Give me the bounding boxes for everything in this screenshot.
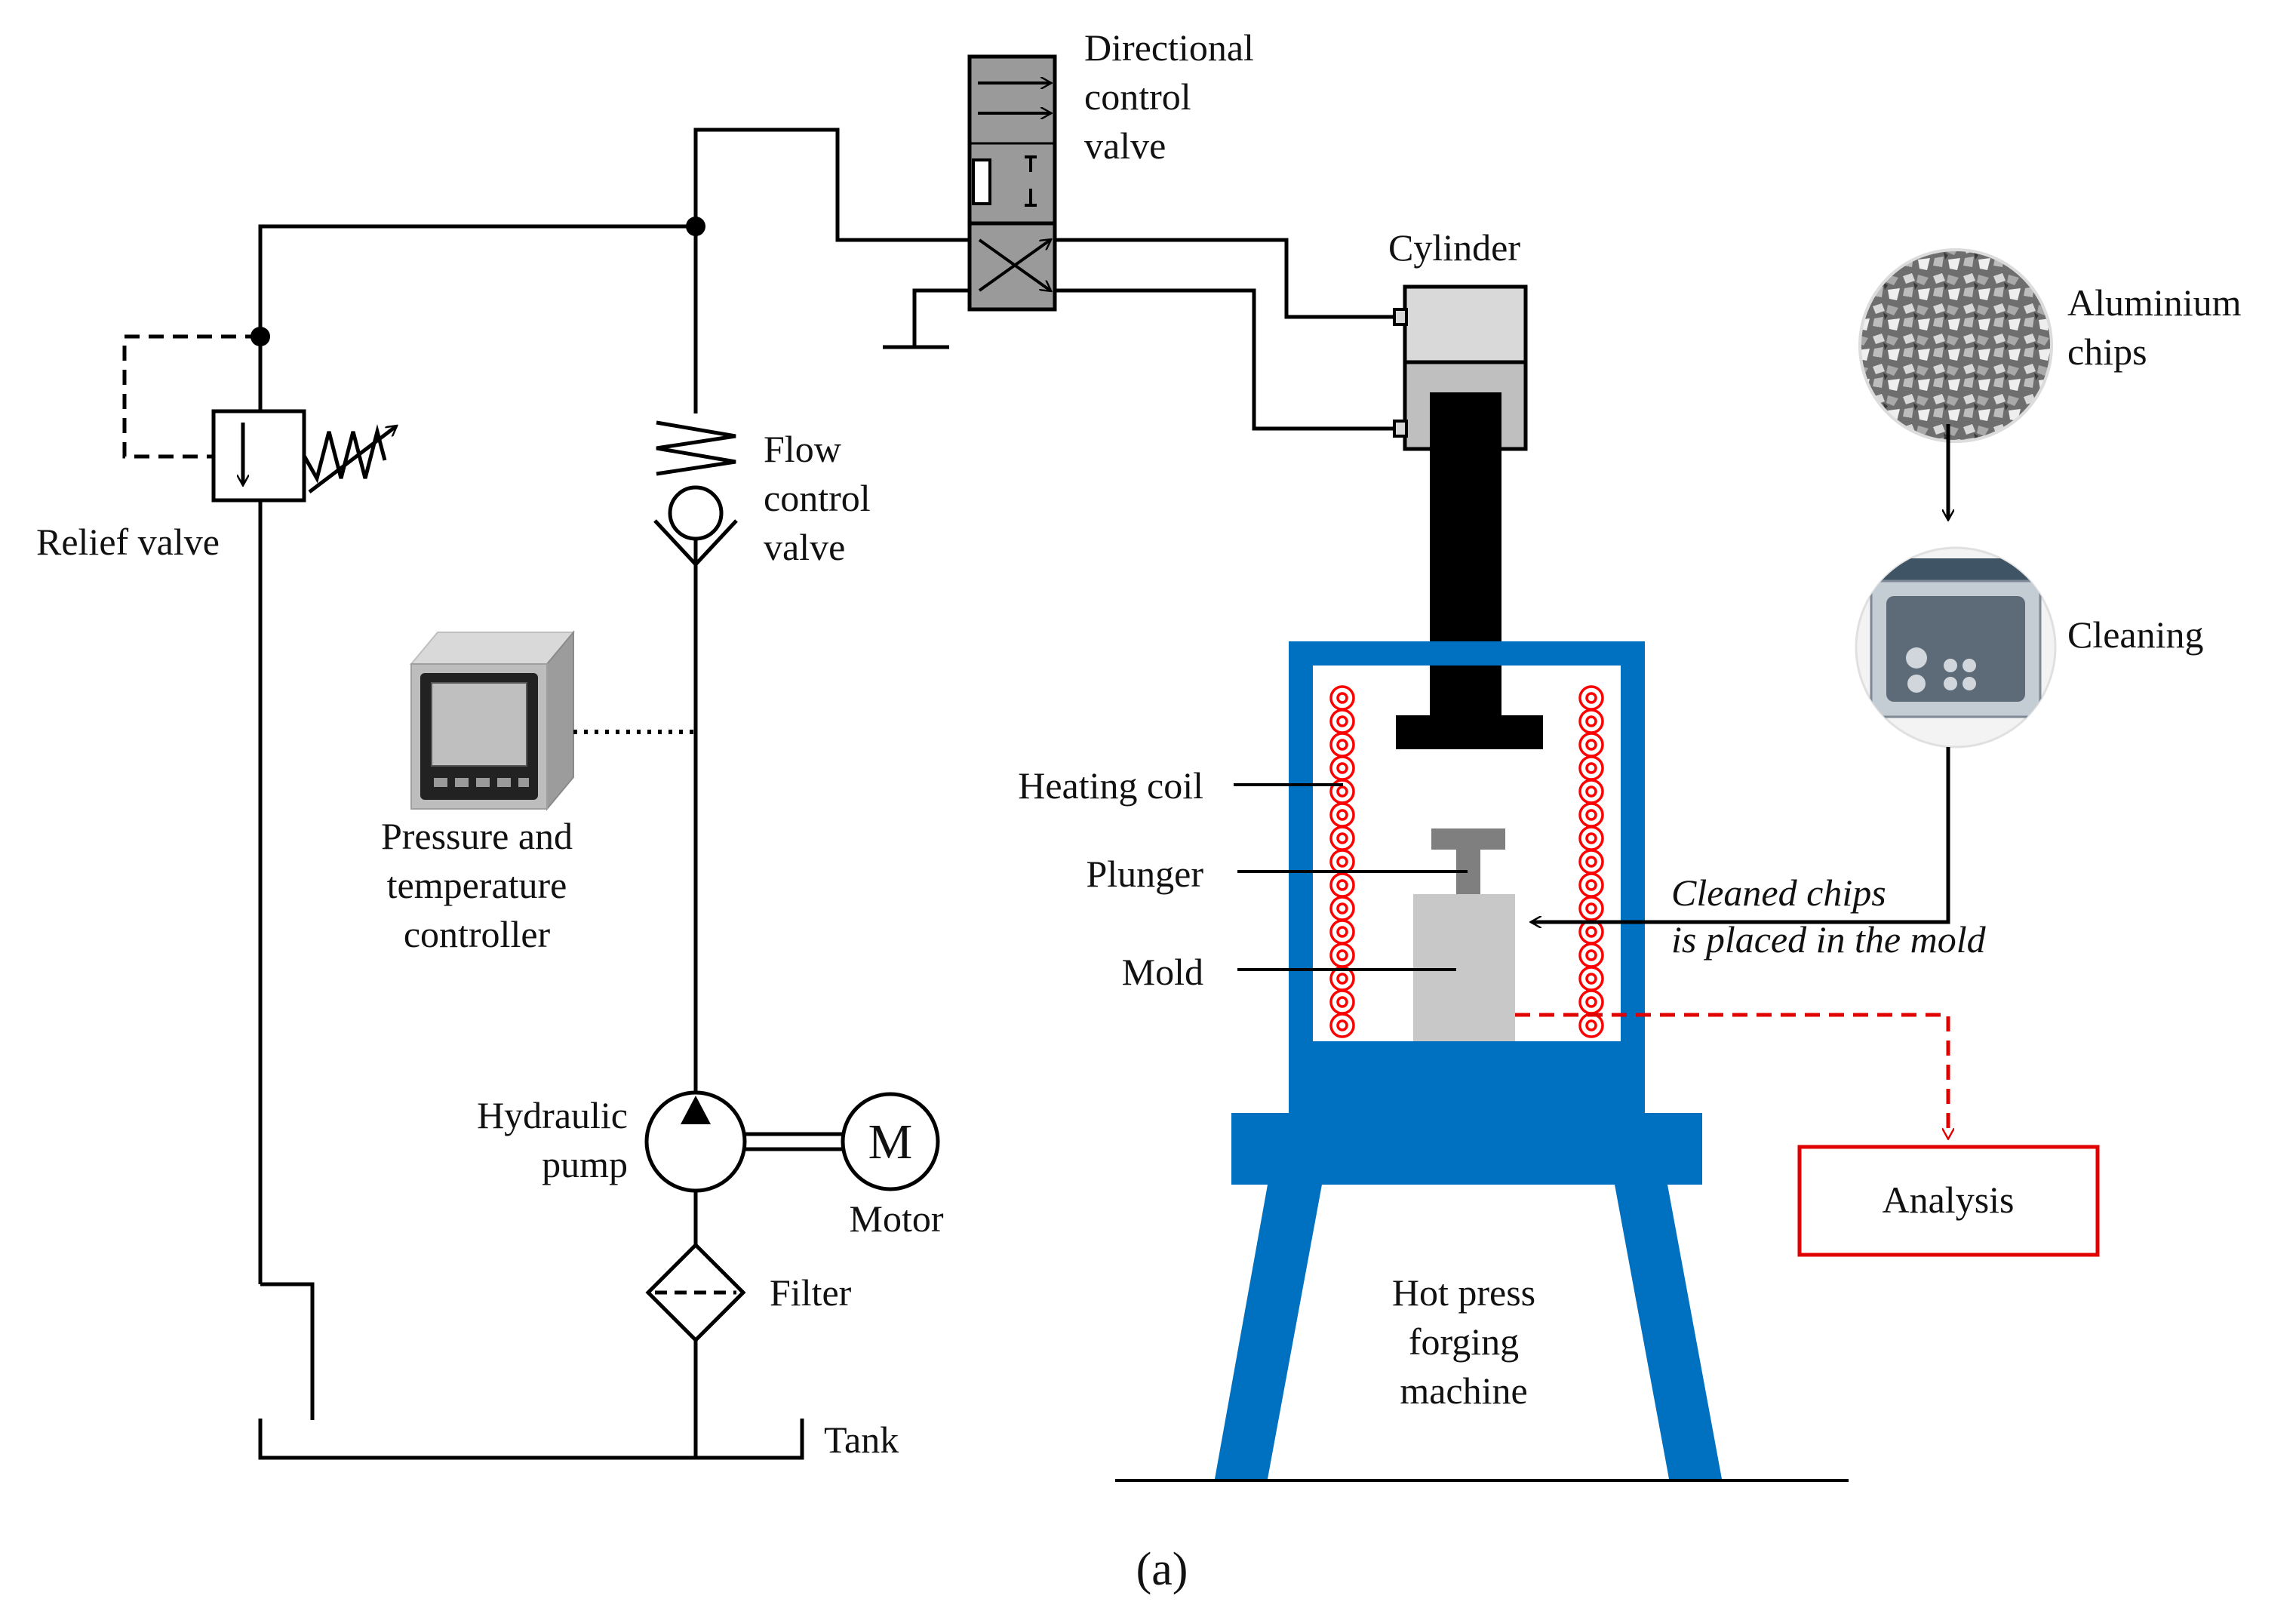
relief-valve	[122, 334, 396, 503]
label-controller-2: temperature	[387, 864, 567, 906]
analysis-box	[1797, 1145, 2100, 1257]
labels: Directional control valve Cylinder Relie…	[36, 26, 2242, 1595]
relief-return-line	[260, 1282, 315, 1420]
label-tank: Tank	[824, 1419, 899, 1461]
motor-icon: M	[841, 1092, 940, 1191]
directional-control-valve	[967, 54, 1057, 312]
hydraulic-cylinder	[1393, 284, 1543, 749]
line-to-cylinder-top	[1055, 238, 1394, 319]
label-plunger: Plunger	[1086, 853, 1203, 895]
valve-tank-return	[912, 288, 970, 347]
flow-valve-spring-icon	[656, 420, 736, 476]
label-directional-1: Directional	[1084, 26, 1254, 69]
label-chips-2: chips	[2067, 330, 2147, 373]
label-motor: Motor	[850, 1197, 944, 1240]
flow-valve-ball	[668, 485, 724, 541]
leader-lines	[1234, 783, 1468, 971]
mold	[1413, 894, 1515, 1041]
line-to-valve-p	[693, 128, 970, 242]
label-press-2: forging	[1409, 1320, 1519, 1363]
label-flow-1: Flow	[764, 428, 841, 470]
label-cleaned-1: Cleaned chips	[1671, 871, 1886, 914]
label-controller-1: Pressure and	[381, 815, 573, 857]
label-cleaned-2: is placed in the mold	[1671, 918, 1987, 961]
hydraulic-pump	[644, 1090, 843, 1193]
relief-spring-icon	[302, 424, 387, 484]
label-analysis: Analysis	[1883, 1179, 2015, 1221]
label-pump-1: Hydraulic	[477, 1094, 628, 1136]
label-cylinder: Cylinder	[1388, 226, 1520, 269]
supply-line-top	[258, 224, 696, 1284]
label-directional-2: control	[1084, 75, 1191, 118]
label-press-1: Hot press	[1392, 1271, 1535, 1314]
label-chips-1: Aluminium	[2067, 281, 2242, 324]
heating-coil-right	[1578, 685, 1604, 1038]
flow-control-valve	[653, 420, 738, 567]
line-to-cylinder-bottom	[1055, 288, 1394, 431]
press-ram	[1430, 392, 1501, 717]
ultrasonic-cleaner-icon	[1855, 546, 2057, 749]
junction-dot-main	[686, 217, 705, 236]
flow-valve-seat	[653, 519, 738, 567]
label-directional-3: valve	[1084, 124, 1166, 167]
label-heating-coil: Heating coil	[1018, 764, 1203, 807]
motor-symbol: M	[868, 1114, 913, 1170]
label-mold: Mold	[1122, 951, 1203, 993]
plunger	[1431, 828, 1505, 895]
label-flow-3: valve	[764, 526, 845, 568]
tank-outline	[258, 1419, 804, 1460]
hydraulic-circuit-lines	[258, 128, 1394, 1460]
relief-valve-body	[211, 409, 306, 503]
relief-adjust-arrow-icon	[308, 426, 396, 493]
label-press-3: machine	[1400, 1369, 1527, 1412]
cleaning-to-mold-arrow	[1532, 747, 1950, 922]
press-platen	[1396, 715, 1543, 749]
label-cleaning: Cleaning	[2067, 613, 2204, 656]
label-relief-valve: Relief valve	[36, 521, 220, 563]
label-pump-2: pump	[542, 1143, 628, 1185]
label-flow-2: control	[764, 477, 871, 519]
caption: (a)	[1136, 1544, 1188, 1595]
label-controller-3: controller	[404, 913, 551, 955]
mold-to-analysis-dashed-arrow	[1515, 1013, 1948, 1138]
relief-pilot-dashed	[122, 334, 260, 459]
filter-icon	[645, 1242, 746, 1343]
heating-coil-left	[1329, 685, 1355, 1038]
label-filter: Filter	[770, 1271, 852, 1314]
aluminium-chips-photo	[1858, 248, 2053, 443]
press-frame	[1215, 641, 1722, 1479]
controller-box-icon	[409, 630, 576, 811]
